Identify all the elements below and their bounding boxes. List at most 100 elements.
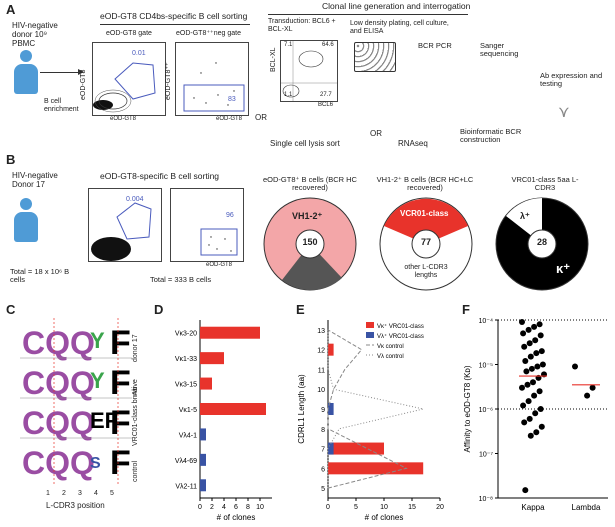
pie-chart-2 [379, 197, 473, 291]
bcl-y: BCL-XL [270, 47, 277, 72]
e-ytick-label: 6 [321, 466, 325, 473]
f-point [520, 402, 527, 409]
sort-title-a: eOD-GT8 CD4bs-specific B cell sorting [100, 11, 248, 21]
e-xtick-label: 15 [408, 504, 416, 511]
panel-b-label: B [6, 152, 16, 167]
or-label-2: OR [370, 129, 382, 138]
e-bar [328, 462, 424, 475]
d-category-label: Vλ2-11 [175, 483, 197, 490]
svg-text:CQQ: CQQ [22, 445, 95, 481]
d-bar [200, 479, 206, 492]
bcl-plot-svg [281, 41, 337, 101]
f-point [526, 340, 533, 347]
svg-text:CQQ: CQQ [22, 405, 95, 441]
svg-text:CQQ: CQQ [22, 325, 95, 361]
logo-row-1: donor 17 [132, 334, 139, 362]
arrow-line [40, 72, 80, 73]
pie1-title: eOD-GT8⁺ B cells (BCR HC recovered) [263, 175, 357, 193]
f-category-label: Kappa [521, 503, 545, 512]
f-point [532, 337, 539, 344]
f-point [522, 487, 529, 494]
panel-a-label: A [6, 2, 16, 17]
pie-chart-3 [495, 197, 589, 291]
e-xtick-label: 0 [326, 504, 330, 511]
flow-plot-3 [88, 188, 162, 262]
d-xlabel: # of clones [217, 513, 256, 522]
d-bar [200, 352, 224, 365]
svg-text:F: F [110, 444, 131, 482]
e-ytick-label: 12 [317, 348, 325, 355]
logo-pos-3: 3 [78, 490, 82, 497]
panel-d-label: D [154, 302, 164, 317]
e-xlabel: # of clones [365, 513, 404, 522]
lowdensity: Low density plating, cell culture, and E… [350, 20, 449, 35]
f-point [584, 392, 591, 399]
f-point [533, 429, 540, 436]
svg-text:EF: EF [90, 408, 118, 433]
pie3-lambda: λ⁺ [520, 211, 530, 221]
e-ytick-label: 13 [317, 328, 325, 335]
pie2-note: other L-CDR3 lengths [404, 264, 448, 279]
d-category-label: Vλ4-1 [179, 432, 197, 439]
transduction: Transduction: BCL6 + BCL-XL [268, 18, 336, 33]
svg-text:CQQ: CQQ [22, 365, 95, 401]
pie1-label: VH1-2⁺ [292, 211, 323, 221]
pie3-center: 28 [536, 237, 548, 247]
f-point [531, 323, 538, 330]
svg-text:F: F [110, 404, 131, 442]
logo-pos-2: 2 [62, 490, 66, 497]
f-point [522, 357, 529, 364]
ab-expr: Ab expression and testing [540, 71, 603, 89]
antibody-icon: ⋎ [558, 104, 570, 121]
f-point [524, 381, 531, 388]
sort-title-b: eOD-GT8-specific B cell sorting [100, 171, 220, 181]
flow-plot-4-svg [200, 228, 238, 256]
d-bar [200, 377, 212, 390]
d-xtick-label: 4 [222, 504, 226, 511]
d-bar [200, 326, 260, 339]
svg-text:S: S [90, 455, 101, 472]
svg-text:Y: Y [90, 328, 105, 353]
panel-b-donor: HIV-negative Donor 17 [12, 171, 58, 189]
d-category-label: Vκ1-33 [175, 356, 197, 363]
e-ylabel: CDRL1 Length (aa) [297, 374, 306, 444]
q1: 7.1 [284, 42, 293, 48]
f-point [536, 388, 543, 395]
f-ytick-label: 10⁻⁴ [479, 318, 494, 325]
e-legend-label: Vκ control [377, 344, 404, 350]
f-point [530, 379, 536, 386]
svg-text:F: F [110, 324, 131, 362]
total-b: Total = 333 B cells [150, 275, 212, 284]
panel-f-label: F [462, 302, 470, 317]
e-legend-label: Vλ control [377, 354, 404, 360]
e-ytick-label: 7 [321, 447, 325, 454]
e-legend-label: Vκ⁺ VRC01-class [377, 323, 424, 330]
arrow-head [78, 69, 84, 75]
pie2-center: 77 [420, 237, 432, 247]
bcl-plot [280, 40, 338, 102]
plate-icon [354, 42, 396, 72]
or-label-1: OR [255, 113, 267, 122]
f-point [539, 361, 546, 368]
f-point [538, 348, 545, 355]
f-point [537, 406, 544, 412]
f-point [528, 365, 535, 372]
f-point [531, 392, 538, 399]
f-point [521, 343, 528, 350]
e-ytick-label: 8 [321, 427, 325, 434]
e-xtick-label: 20 [436, 504, 444, 511]
f-point [534, 363, 541, 370]
axis-x-b: eOD-GT8 [206, 262, 233, 268]
f-point [589, 384, 596, 391]
logo-row-3: VRC01-class bnAb [132, 386, 139, 446]
e-ytick-label: 11 [318, 367, 325, 374]
f-point [520, 330, 527, 337]
svg-text:Y: Y [90, 368, 105, 393]
pie-chart-1 [263, 197, 357, 291]
f-point [572, 363, 578, 370]
f-point [526, 415, 533, 422]
f-point [523, 368, 530, 375]
